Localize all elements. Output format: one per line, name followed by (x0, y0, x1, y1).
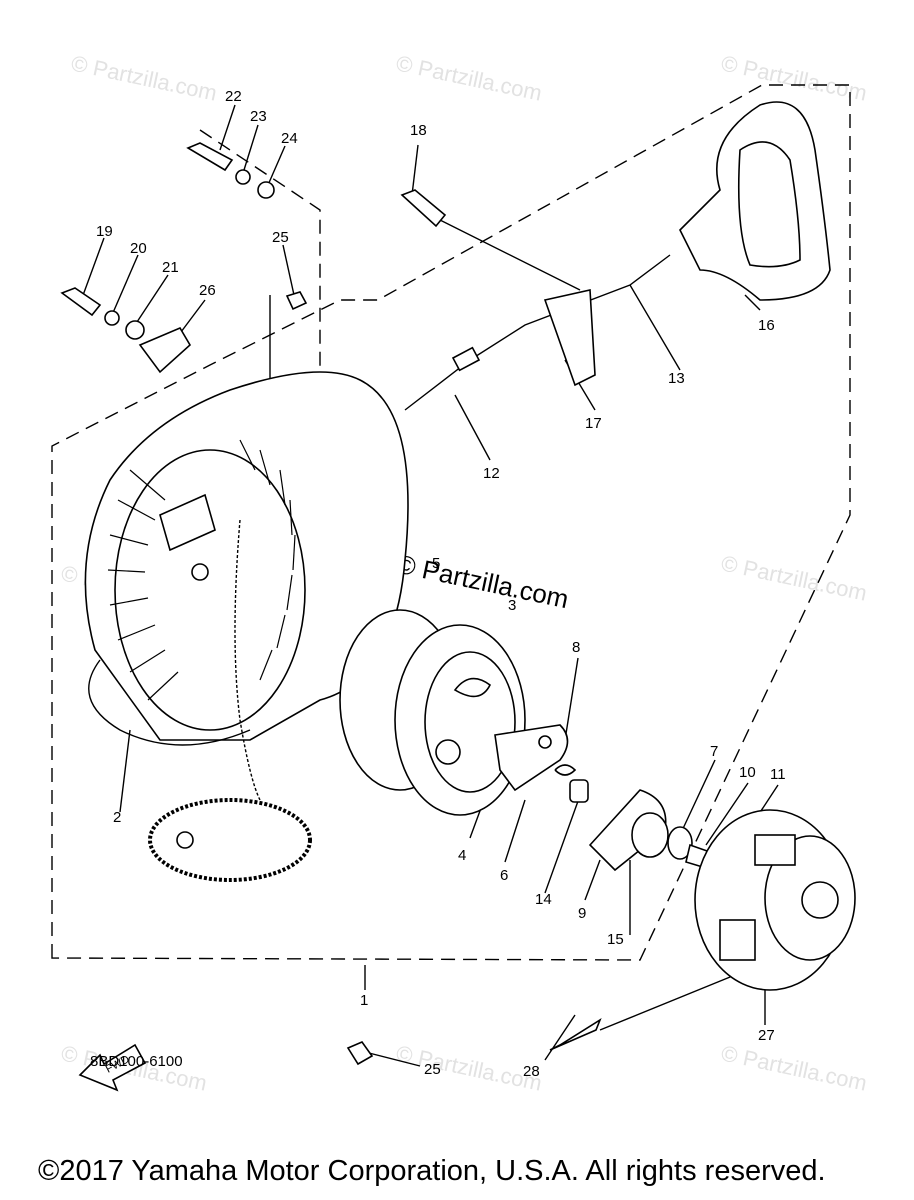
watermark: © Partzilla.com (719, 50, 869, 105)
cable-and-handle (404, 101, 831, 411)
callouts: 1 2 3 4 5 6 7 8 9 10 11 12 13 14 15 16 1… (96, 88, 786, 1080)
callout-24: 24 (281, 130, 298, 147)
callout-22: 22 (225, 88, 242, 105)
callout-12: 12 (483, 465, 500, 482)
leader-lines (81, 104, 779, 1067)
watermark: © Partzilla.com (394, 50, 544, 105)
drive-plate-assembly (588, 789, 711, 872)
seal-ring (88, 519, 312, 882)
callout-23: 23 (250, 108, 267, 125)
callout-11: 11 (770, 766, 786, 783)
callout-14: 14 (535, 891, 552, 908)
callout-8: 8 (572, 639, 580, 656)
watermark: © Partzilla.com (719, 1040, 869, 1095)
starter-pulley (694, 809, 856, 991)
callout-28: 28 (523, 1063, 540, 1080)
watermark: © Partzilla.com (719, 550, 869, 605)
starter-housing (84, 371, 409, 741)
watermark: © Partzilla.com (69, 50, 219, 105)
callout-4: 4 (458, 847, 466, 864)
callout-25-upper: 25 (272, 229, 289, 246)
callout-27: 27 (758, 1027, 775, 1044)
callout-18: 18 (410, 122, 427, 139)
copyright-text: ©2017 Yamaha Motor Corporation, U.S.A. A… (38, 1155, 826, 1187)
callout-21: 21 (162, 259, 179, 276)
callout-5: 5 (432, 555, 440, 572)
watermark-center: © Partzilla.com (394, 549, 572, 615)
callout-6: 6 (500, 867, 508, 884)
callout-16: 16 (758, 317, 775, 334)
diagram-code: 8BD100-6100 (90, 1053, 183, 1070)
callout-10: 10 (739, 764, 756, 781)
callout-17: 17 (585, 415, 602, 432)
callout-15: 15 (607, 931, 624, 948)
callout-9: 9 (578, 905, 586, 922)
callout-20: 20 (130, 240, 147, 257)
callout-3: 3 (508, 597, 516, 614)
watermark: © Partzilla.com (394, 1040, 544, 1095)
pawl-assembly (494, 724, 589, 803)
callout-2: 2 (113, 809, 121, 826)
callout-19: 19 (96, 223, 113, 240)
sheave-drum (339, 609, 526, 816)
hardware (60, 142, 602, 1066)
callout-7: 7 (710, 743, 718, 760)
callout-13: 13 (668, 370, 685, 387)
callout-1: 1 (360, 992, 368, 1009)
callout-26: 26 (199, 282, 216, 299)
callout-25-lower: 25 (424, 1061, 441, 1078)
